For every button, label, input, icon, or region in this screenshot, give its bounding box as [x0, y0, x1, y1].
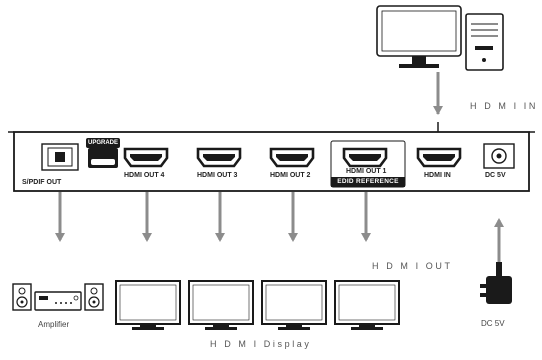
hdmi-out-3-label: HDMI OUT 3	[197, 172, 238, 179]
usb-port-icon	[88, 148, 118, 168]
monitor-icon	[115, 280, 181, 330]
power-adapter-icon	[480, 262, 512, 304]
power-arrow	[494, 218, 504, 264]
hdmi-port-icon	[269, 147, 315, 168]
hdmi-port-icon	[330, 140, 406, 188]
amplifier-caption: Amplifier	[38, 320, 70, 329]
edid-reference-label: EDID REFERENCE	[337, 178, 399, 185]
hdmi-port-icon	[123, 147, 169, 168]
upgrade-port-label: UPGRADE	[86, 138, 120, 148]
output-arrows	[55, 192, 371, 242]
dc-jack-icon	[483, 143, 515, 169]
amplifier-icon	[12, 283, 104, 311]
computer-icon	[376, 5, 504, 71]
monitor-icon	[334, 280, 400, 330]
hdmi-in-arrow	[433, 72, 443, 115]
hdmi-in-port-label: HDMI IN	[424, 172, 451, 179]
hdmi-out-2-label: HDMI OUT 2	[270, 172, 311, 179]
optical-port-icon	[41, 143, 79, 171]
hdmi-out-1-label: HDMI OUT 1	[346, 168, 387, 175]
hdmi-display-caption: H D M I Display	[210, 339, 312, 349]
hdmi-out-caption: H D M I OUT	[372, 261, 453, 271]
spdif-port-label: S/PDIF OUT	[22, 179, 62, 186]
dc-port-label: DC 5V	[485, 172, 506, 179]
hdmi-out-4-label: HDMI OUT 4	[124, 172, 165, 179]
hdmi-port-icon	[416, 147, 462, 168]
monitor-icon	[261, 280, 327, 330]
power-caption: DC 5V	[481, 319, 505, 328]
hdmi-port-icon	[196, 147, 242, 168]
hdmi-in-caption: H D M I IN	[470, 101, 538, 111]
monitor-icon	[188, 280, 254, 330]
